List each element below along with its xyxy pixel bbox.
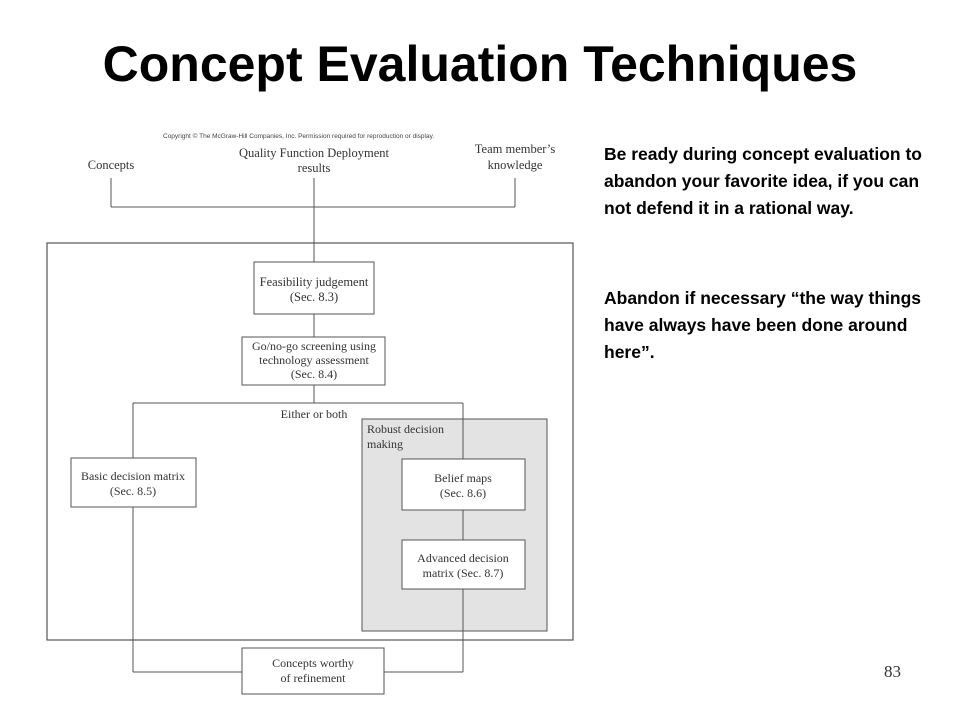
input-concepts: Concepts [88, 158, 135, 172]
basic-matrix-line2: (Sec. 8.5) [110, 484, 156, 498]
robust-label-line1: Robust decision [367, 422, 444, 436]
gonogo-line1: Go/no-go screening using [252, 339, 376, 353]
robust-decision-panel [361, 418, 548, 632]
gonogo-line3: (Sec. 8.4) [291, 367, 337, 381]
feasibility-line1: Feasibility judgement [260, 275, 369, 289]
advanced-matrix-box [401, 539, 526, 590]
advanced-matrix-line1: Advanced decision [417, 551, 509, 565]
input-qfd-line1: Quality Function Deployment [239, 146, 390, 160]
evaluation-process-frame [46, 242, 574, 641]
input-merge-connector [110, 178, 516, 262]
either-or-both-label: Either or both [281, 407, 348, 421]
copyright-notice: Copyright © The McGraw-Hill Companies, I… [163, 132, 434, 140]
belief-maps-line2: (Sec. 8.6) [440, 486, 486, 500]
output-line2: of refinement [281, 671, 347, 685]
gonogo-line2: technology assessment [259, 353, 369, 367]
page-number: 83 [884, 662, 901, 681]
output-line1: Concepts worthy [272, 656, 354, 670]
advice-paragraph-2: Abandon if necessary “the way things hav… [604, 288, 922, 362]
feasibility-box [253, 261, 375, 315]
flow-connectors [132, 314, 464, 673]
input-team-line2: knowledge [488, 158, 543, 172]
advice-paragraph-1: Be ready during concept evaluation to ab… [604, 144, 922, 218]
belief-maps-line1: Belief maps [434, 471, 492, 485]
belief-maps-box [401, 458, 526, 511]
gonogo-box [241, 336, 386, 386]
feasibility-line2: (Sec. 8.3) [290, 290, 338, 304]
advanced-matrix-line2: matrix (Sec. 8.7) [423, 566, 504, 580]
basic-matrix-box [70, 457, 197, 508]
input-team-line1: Team member’s [475, 142, 556, 156]
slide-title: Concept Evaluation Techniques [102, 36, 858, 92]
output-box [241, 647, 385, 695]
basic-matrix-line1: Basic decision matrix [81, 469, 185, 483]
input-qfd-line2: results [298, 161, 331, 175]
robust-label-line2: making [367, 437, 403, 451]
